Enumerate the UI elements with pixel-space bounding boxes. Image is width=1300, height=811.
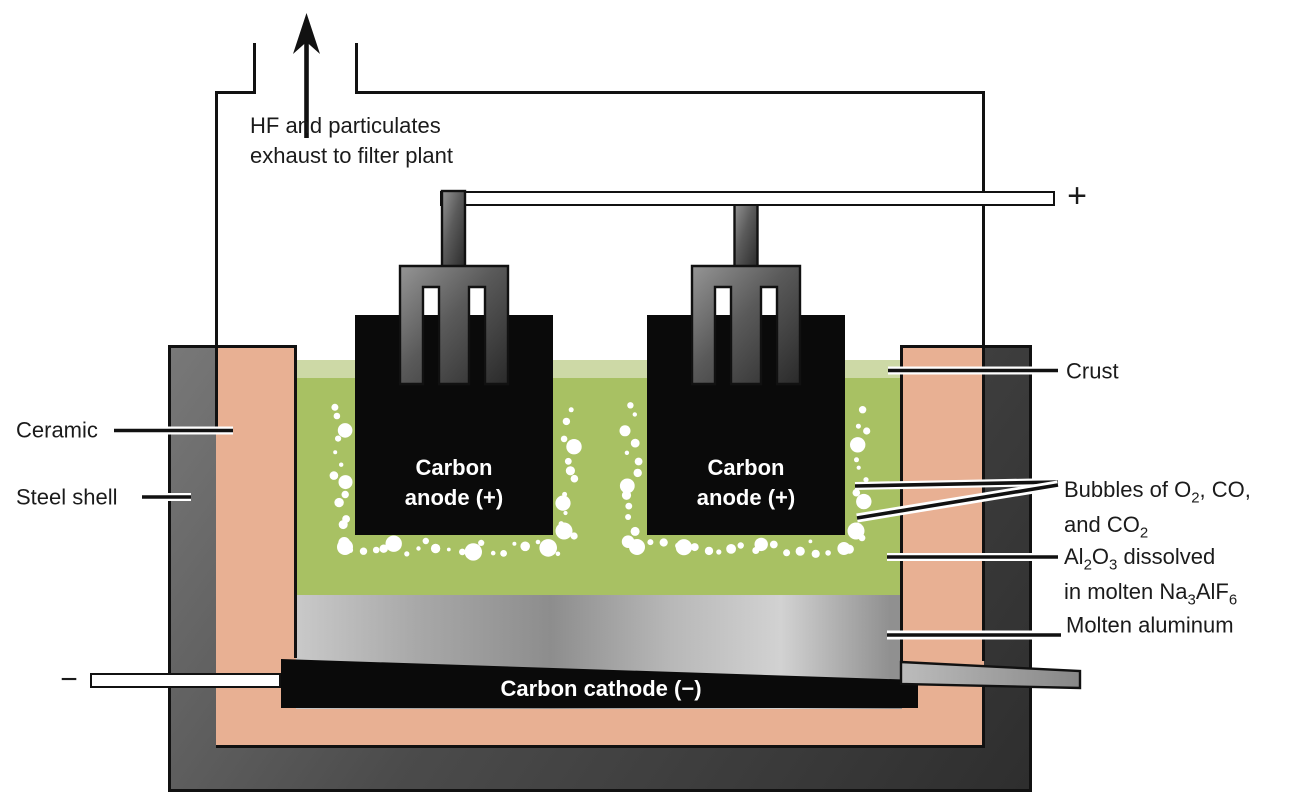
crust-label: Crust (1066, 358, 1119, 384)
steel-shell-label: Steel shell (16, 484, 118, 510)
ceramic-label: Ceramic (16, 417, 98, 443)
duct-left-horizontal (214, 91, 256, 95)
molten-aluminum-label: Molten aluminum (1066, 612, 1234, 638)
al2o3-label: Al2O3 dissolved in molten Na3AlF6 (1064, 544, 1238, 609)
top-wire (356, 91, 985, 95)
negative-lead (90, 673, 281, 688)
anode-left-label: Carbon anode (+) (404, 455, 504, 510)
duct-opening-right-wall (354, 43, 358, 94)
carbon-anode-right: Carbon anode (+) (647, 315, 845, 535)
exhaust-label: HF and particulates exhaust to filter pl… (250, 113, 454, 168)
positive-wire-lower (982, 205, 986, 661)
positive-wire-upper (982, 92, 986, 192)
right-wall-outline (899, 345, 903, 663)
bubbles-label: Bubbles of O2, CO, and CO2 (1064, 477, 1251, 542)
right-anode-stem (733, 201, 759, 270)
duct-left-wall (214, 91, 218, 429)
right-shell-boundary (982, 687, 986, 748)
cathode-label: Carbon cathode (−) (500, 676, 702, 701)
up-arrow-icon (293, 13, 320, 54)
positive-busbar (440, 191, 1055, 206)
anode-right-label: Carbon anode (+) (696, 455, 796, 510)
left-wall-outline (293, 345, 297, 658)
carbon-anode-left: Carbon anode (+) (355, 315, 553, 535)
duct-opening-left-wall (252, 43, 256, 93)
minus-terminal: − (60, 662, 78, 696)
plus-terminal: + (1067, 176, 1087, 215)
